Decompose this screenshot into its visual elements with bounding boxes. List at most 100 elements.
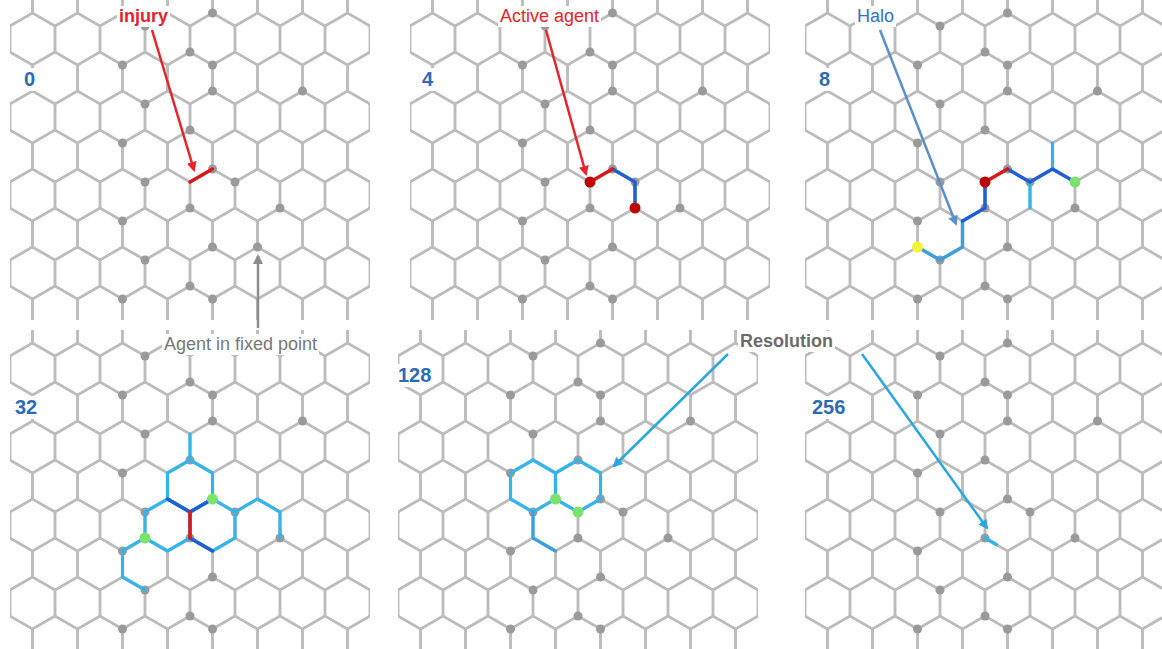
fixed-agent-dot <box>1071 534 1080 543</box>
fixed-agent-dot <box>913 469 922 478</box>
fixed-agent-dot <box>208 625 217 634</box>
fixed-agent-dot <box>208 573 217 582</box>
hex-cell <box>658 286 703 320</box>
hex-cell <box>466 330 511 356</box>
callout-number: 4 <box>420 68 435 91</box>
fixed-agent-dot <box>253 243 262 252</box>
fixed-agent-dot <box>186 126 195 135</box>
active-agent-dot <box>912 242 923 253</box>
active-edge <box>235 499 280 538</box>
fixed-agent-dot <box>141 352 150 361</box>
fixed-agent-dot <box>231 178 240 187</box>
hex-cell <box>213 616 258 649</box>
fixed-agent-dot <box>118 391 127 400</box>
fixed-agent-dot <box>913 391 922 400</box>
fixed-agent-dot <box>118 61 127 70</box>
fixed-agent-dot <box>186 378 195 387</box>
active-edge <box>168 460 213 512</box>
active-agent-dot <box>584 177 595 188</box>
callout-number: 128 <box>396 364 433 387</box>
hex-grid-panel <box>10 330 370 649</box>
active-edge <box>1028 182 1031 208</box>
fixed-agent-dot <box>1093 87 1102 96</box>
fixed-agent-dot <box>141 256 150 265</box>
callout-label: Halo <box>855 6 896 27</box>
hex-cell <box>646 330 691 356</box>
fixed-agent-dot <box>676 204 685 213</box>
fixed-agent-dot <box>574 534 583 543</box>
leader-line <box>257 256 260 328</box>
hex-cell <box>556 330 601 356</box>
fixed-agent-dot <box>186 612 195 621</box>
callout-number: 256 <box>810 396 847 419</box>
hex-cell <box>421 616 466 649</box>
fixed-agent-dot <box>1003 625 1012 634</box>
fixed-agent-dot <box>208 295 217 304</box>
hex-cell <box>1008 616 1053 649</box>
fixed-agent-dot <box>298 417 307 426</box>
hex-cell <box>348 330 371 356</box>
fixed-agent-dot <box>118 139 127 148</box>
hex-cell <box>410 286 433 320</box>
fixed-agent-dot <box>1003 417 1012 426</box>
hex-cell <box>213 0 258 26</box>
hex-cell <box>123 616 168 649</box>
hex-cell <box>78 0 123 26</box>
active-agent-dot <box>207 494 218 505</box>
fixed-agent-dot <box>518 61 527 70</box>
fixed-agent-dot <box>186 48 195 57</box>
fixed-agent-dot <box>118 469 127 478</box>
fixed-agent-dot <box>981 456 990 465</box>
fixed-agent-dot <box>913 217 922 226</box>
fixed-agent-dot <box>981 378 990 387</box>
fixed-agent-dot <box>1026 508 1035 517</box>
fixed-agent-dot <box>596 339 605 348</box>
fixed-agent-dot <box>1003 573 1012 582</box>
hex-cell <box>33 616 78 649</box>
hex-cell <box>873 330 918 356</box>
fixed-agent-dot <box>608 243 617 252</box>
active-edge <box>190 538 213 551</box>
active-edge <box>511 460 556 512</box>
fixed-agent-dot <box>506 547 515 556</box>
fixed-agent-dot <box>529 352 538 361</box>
fixed-agent-dot <box>141 178 150 187</box>
hex-cell <box>1008 286 1053 320</box>
callout-number: 32 <box>13 396 39 419</box>
fixed-agent-dot <box>518 295 527 304</box>
hex-cell <box>703 286 748 320</box>
fixed-agent-dot <box>913 139 922 148</box>
active-agent-dot <box>550 494 561 505</box>
callout-label: Agent in fixed point <box>162 334 319 355</box>
fixed-agent-dot <box>936 100 945 109</box>
fixed-agent-dot <box>981 282 990 291</box>
hex-cell <box>10 286 33 320</box>
active-edge <box>985 538 996 545</box>
fixed-agent-dot <box>208 61 217 70</box>
hex-grid-panel <box>805 0 1162 320</box>
hex-grid-panel <box>805 330 1162 649</box>
hex-cell <box>601 330 646 356</box>
hex-cell <box>1098 616 1143 649</box>
active-edge <box>188 434 191 460</box>
hex-cell <box>748 286 771 320</box>
fixed-agent-dot <box>518 217 527 226</box>
leader-line <box>614 354 728 466</box>
fixed-agent-dot <box>118 625 127 634</box>
fixed-agent-dot <box>1003 9 1012 18</box>
fixed-agent-dot <box>596 391 605 400</box>
hex-cell <box>963 330 1008 356</box>
hex-cell <box>348 286 371 320</box>
hex-cell <box>1143 286 1162 320</box>
hex-cell <box>168 460 213 512</box>
hex-cell <box>963 286 1008 320</box>
fixed-agent-dot <box>541 256 550 265</box>
hex-cell <box>123 286 168 320</box>
fixed-agent-dot <box>1003 391 1012 400</box>
active-edge <box>1008 169 1076 182</box>
fixed-agent-dot <box>596 625 605 634</box>
hex-cell <box>433 286 478 320</box>
hex-cell <box>78 286 123 320</box>
hex-cell <box>918 616 963 649</box>
